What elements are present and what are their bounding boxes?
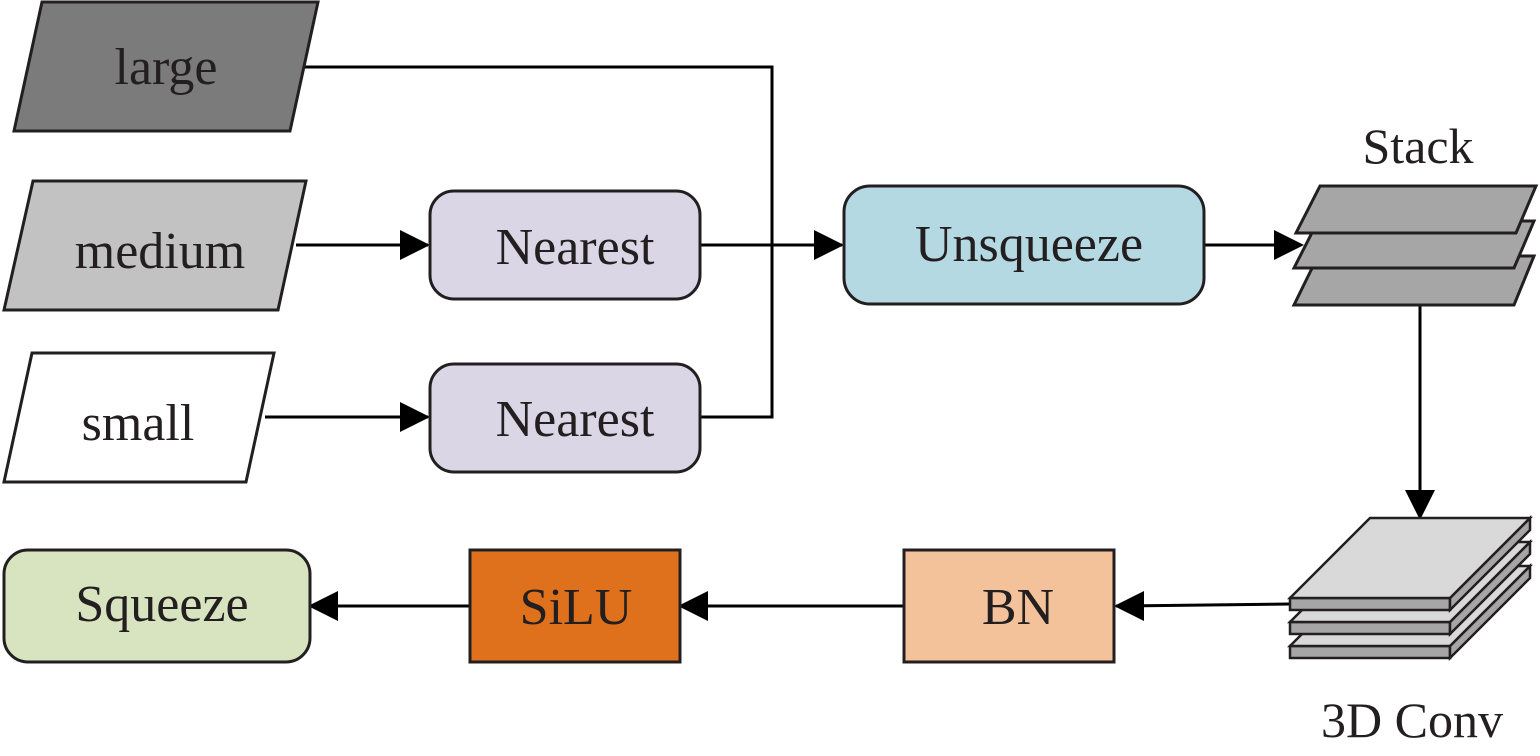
input-medium: medium xyxy=(2,179,308,312)
silu-box xyxy=(468,548,682,664)
squeeze-box xyxy=(2,548,312,664)
input-medium-shape xyxy=(2,179,308,312)
arrowhead-into-nearest-medium xyxy=(400,230,430,260)
stack-layer-top xyxy=(1293,184,1539,235)
unsqueeze-node: Unsqueeze xyxy=(842,184,1206,306)
nearest-medium-box xyxy=(428,189,702,301)
bn-box xyxy=(902,548,1116,664)
bn-label: BN xyxy=(982,579,1054,636)
connector-large-to-trunk xyxy=(305,65,774,245)
nearest-small-label: Nearest xyxy=(496,391,655,448)
nearest-medium-node: Nearest xyxy=(428,189,702,301)
squeeze-label: Squeeze xyxy=(75,576,248,633)
stack-label: Stack xyxy=(1362,118,1473,174)
arrowheads xyxy=(308,230,1435,621)
input-small: small xyxy=(2,351,276,484)
silu-label: SiLU xyxy=(520,579,633,636)
input-small-shape xyxy=(2,351,276,484)
nearest-medium-label: Nearest xyxy=(496,219,655,276)
arrowhead-into-bn xyxy=(1114,591,1144,621)
arrowhead-into-silu xyxy=(678,591,708,621)
conv3d-label: 3D Conv xyxy=(1321,692,1503,748)
input-large: large xyxy=(12,0,320,133)
arrowhead-into-squeeze xyxy=(308,591,338,621)
stack-node: Stack xyxy=(1291,118,1539,307)
arrowhead-into-nearest-small xyxy=(400,402,430,432)
input-medium-label: medium xyxy=(75,223,245,280)
input-large-label: large xyxy=(115,39,218,96)
conv-plate-1-top xyxy=(1286,516,1534,600)
arrow-conv-to-bn xyxy=(1115,602,1291,608)
unsqueeze-label: Unsqueeze xyxy=(915,216,1143,273)
connectors xyxy=(265,65,1422,608)
nearest-small-node: Nearest xyxy=(428,362,702,474)
arrowhead-into-stack xyxy=(1274,230,1304,260)
bn-node: BN xyxy=(902,548,1116,664)
silu-node: SiLU xyxy=(468,548,682,664)
arrowhead-into-unsqueeze xyxy=(814,230,844,260)
conv-plate-3-side xyxy=(1288,644,1452,660)
unsqueeze-box xyxy=(842,184,1206,306)
connector-nearest-small-to-trunk xyxy=(700,245,774,419)
squeeze-node: Squeeze xyxy=(2,548,312,664)
nearest-small-box xyxy=(428,362,702,474)
conv-plate-1-side xyxy=(1288,596,1452,612)
conv3d-node: 3D Conv xyxy=(1286,514,1534,748)
arrowhead-into-conv xyxy=(1405,490,1435,520)
input-small-label: small xyxy=(82,395,195,452)
input-large-shape xyxy=(12,0,320,133)
conv-plate-2-side xyxy=(1288,620,1452,636)
